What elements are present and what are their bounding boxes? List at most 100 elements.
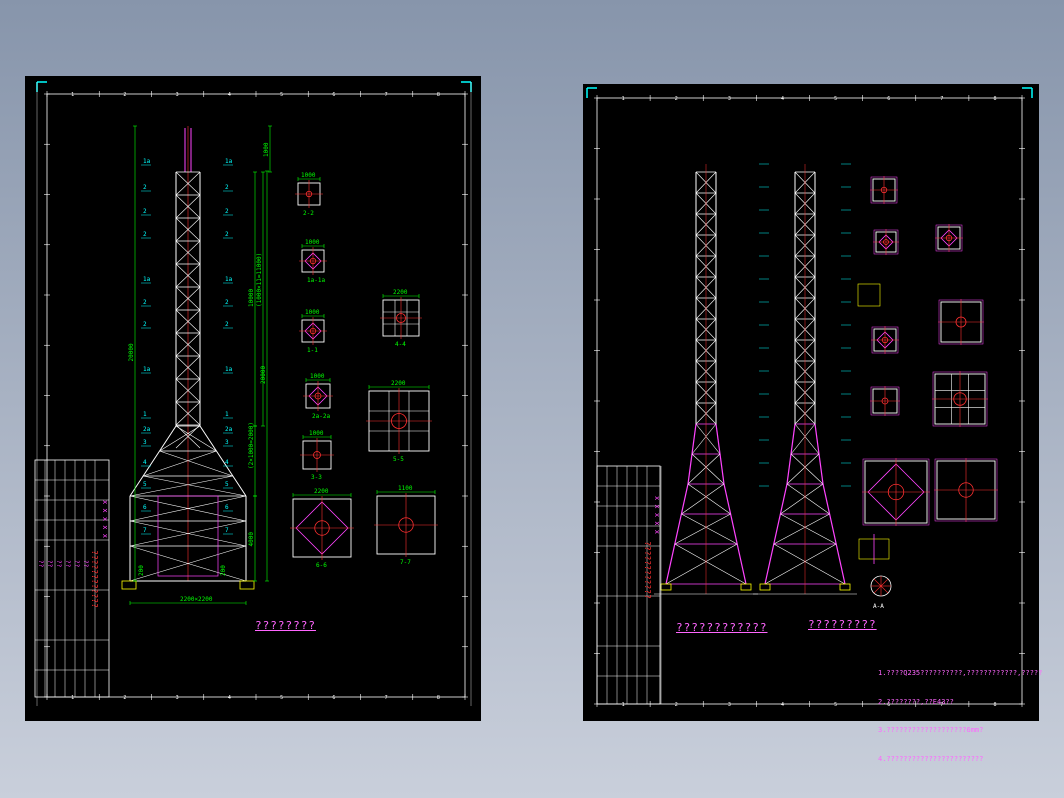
tower-brace — [175, 401, 201, 426]
tower-brace — [786, 483, 830, 515]
bolt-circle — [881, 336, 889, 344]
border-tick-label: 4 — [228, 92, 231, 98]
tower-brace — [129, 520, 247, 547]
dimension-text: 1000 — [305, 309, 320, 316]
detail-frame — [935, 224, 963, 252]
tower-leg — [764, 483, 788, 585]
foundation-right — [740, 583, 752, 591]
level-mark-right: 2 — [225, 208, 229, 215]
note-line: 2.????????,??E43?? — [878, 697, 954, 706]
bolt-circle — [887, 483, 905, 501]
foundation-right — [839, 583, 851, 591]
tower-brace — [175, 194, 201, 219]
border-tick-label: 8 — [993, 96, 996, 102]
border-tick-label: 1 — [71, 92, 74, 98]
design-notes: 1.????Q235??????????,????????????,????? … — [878, 650, 1042, 783]
section-label: 3-3 — [311, 474, 322, 481]
level-mark-right: 6 — [225, 504, 229, 511]
tower-brace — [129, 545, 247, 582]
tower-leg — [199, 425, 247, 497]
tower-brace — [780, 513, 837, 545]
border-tick-label: 6 — [332, 695, 335, 701]
dimension-text: (1000×11=11000) — [256, 253, 263, 307]
title-block-cell: ?? — [64, 560, 71, 568]
level-mark-left: 2a — [143, 426, 151, 433]
level-mark-left: 7 — [143, 527, 147, 534]
detail-frame — [938, 299, 984, 345]
dimension-text: 10000 — [248, 289, 255, 307]
border-tick-label: 8 — [437, 695, 440, 701]
level-mark-left: 2 — [143, 208, 147, 215]
bolt-circle — [305, 190, 313, 198]
dimension-text: 1000 — [301, 172, 316, 179]
border-tick-label: 2 — [675, 96, 678, 102]
level-mark-left: 1a — [143, 276, 151, 283]
tower-brace — [665, 543, 738, 585]
bolt-circle — [314, 520, 330, 536]
border-tick-label: 6 — [332, 92, 335, 98]
bolt-circle — [398, 517, 414, 533]
detail-frame — [862, 458, 930, 526]
level-mark-right: 7 — [225, 527, 229, 534]
tower-brace — [129, 495, 247, 522]
border-tick-label: 4 — [228, 695, 231, 701]
detail-frame — [932, 371, 988, 427]
border-tick-label: 6 — [887, 96, 890, 102]
tower-brace — [175, 309, 201, 334]
tower-brace — [790, 453, 824, 485]
flange-bolt-line — [880, 585, 889, 594]
flange-bolt-line — [873, 585, 882, 594]
tower-brace — [773, 543, 846, 585]
border-tick-label: 3 — [728, 96, 731, 102]
foundation-left — [121, 580, 137, 590]
tower-brace — [175, 424, 201, 449]
section-label: 7-7 — [400, 559, 411, 566]
dimension-text: 20000 — [260, 366, 267, 384]
bolt-circle — [309, 327, 317, 335]
tower-brace — [175, 378, 201, 403]
tower-brace — [175, 171, 201, 196]
tower-brace — [773, 513, 830, 545]
bolt-circle — [883, 239, 889, 245]
level-mark-right: 2 — [225, 299, 229, 306]
node-detail — [857, 283, 881, 307]
level-mark-right: 2 — [225, 184, 229, 191]
level-mark-right: 1a — [225, 276, 233, 283]
border-tick-label: 5 — [280, 695, 283, 701]
dimension-text: 2200 — [314, 488, 329, 495]
level-mark-right: 1 — [225, 411, 229, 418]
tower-brace — [143, 475, 247, 497]
dimension-text: 4000 — [248, 532, 255, 547]
border-tick-label: 5 — [834, 96, 837, 102]
level-mark-right: 4 — [225, 459, 229, 466]
note-line: 1.????Q235??????????,????????????,????? — [878, 669, 1043, 677]
dimension-text: 2200 — [393, 289, 408, 296]
border-tick-label: 2 — [123, 695, 126, 701]
title-block — [34, 459, 110, 698]
section-label: 4-4 — [395, 341, 406, 348]
title-block-company: ???????????? — [90, 550, 99, 608]
level-mark-right: 2 — [225, 321, 229, 328]
note-line: 3.???????????????????6mm? — [878, 726, 984, 734]
bolt-circle — [314, 392, 322, 400]
title-block-project: x x x x x — [101, 500, 109, 538]
level-mark-right: 5 — [225, 481, 229, 488]
tower-brace — [674, 543, 747, 585]
level-mark-right: 3 — [225, 439, 229, 446]
dimension-text: 1000 — [310, 373, 325, 380]
flange-bolt-line — [880, 578, 889, 587]
bolt-circle — [313, 451, 321, 459]
border-tick-label: 5 — [834, 702, 837, 708]
dimension-text: 1100 — [398, 485, 413, 492]
tower-brace — [175, 286, 201, 311]
bolt-circle — [309, 257, 317, 265]
tower-brace — [794, 423, 820, 455]
dimension-text: 1000 — [305, 239, 320, 246]
section-label: 6-6 — [316, 562, 327, 569]
border-tick-label: 2 — [675, 702, 678, 708]
title-block-cell: ?? — [73, 560, 80, 568]
